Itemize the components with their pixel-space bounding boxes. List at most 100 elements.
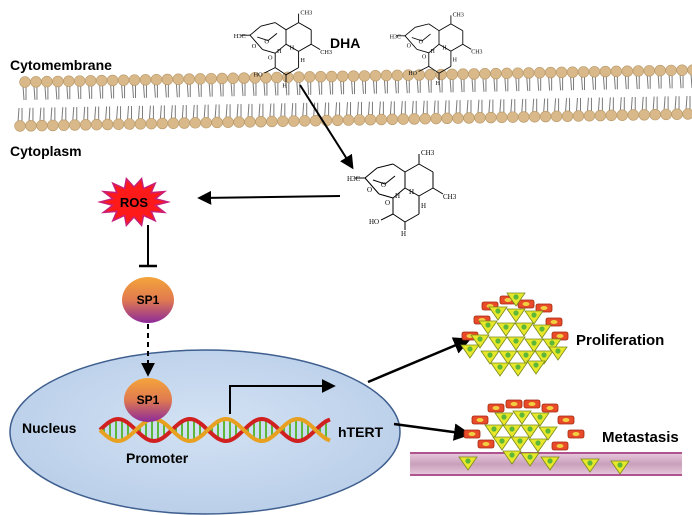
lipid-tail: [521, 98, 524, 113]
lipid-head: [74, 75, 86, 87]
lipid-tail: [219, 82, 222, 97]
lipid-head: [544, 66, 557, 79]
lipid-head: [41, 75, 53, 88]
lipid-head: [682, 108, 692, 120]
lipid-head: [161, 73, 174, 86]
atom-label: H3C: [234, 33, 246, 40]
lipid-head: [550, 110, 563, 123]
chemical-bond: [285, 22, 299, 31]
lipid-tail: [378, 101, 381, 116]
lipid-tail: [61, 107, 64, 122]
lipid-head: [216, 72, 228, 85]
lipid-head: [85, 75, 97, 87]
lipid-head: [14, 120, 26, 132]
chemical-bond: [274, 22, 287, 31]
chemical-bond: [392, 187, 406, 199]
lipid-tail: [175, 83, 178, 98]
lipid-head: [112, 118, 125, 130]
lipid-tail: [269, 103, 272, 118]
chemical-bond: [428, 43, 440, 54]
lipid-head: [325, 70, 338, 83]
lipid-head: [238, 72, 250, 84]
lipid-head: [501, 67, 513, 80]
lipid-tail: [361, 79, 364, 94]
lipid-tail: [192, 104, 195, 119]
lipid-head: [446, 68, 458, 81]
lipid-tail: [619, 97, 622, 112]
lipid-head: [375, 113, 388, 126]
lipid-tail: [110, 84, 113, 99]
cell-nucleus: [519, 412, 525, 418]
lipid-head: [364, 114, 377, 126]
atom-label: O: [367, 186, 372, 194]
lipid-tail: [225, 104, 228, 119]
lipid-tail: [471, 77, 474, 92]
lipid-head: [244, 116, 256, 128]
lipid-head: [687, 64, 692, 76]
lipid-tail: [340, 80, 343, 95]
lipid-tail: [663, 96, 666, 111]
lipid-head: [342, 114, 355, 126]
lipid-tail: [416, 78, 419, 93]
chemical-bond: [249, 34, 263, 50]
lipid-head: [419, 113, 431, 125]
ros-label: ROS: [120, 195, 149, 210]
cell-nucleus: [531, 312, 537, 318]
atom-label: H: [421, 202, 426, 210]
atom-label: H: [290, 45, 295, 52]
lipid-head: [19, 76, 31, 88]
lipid-tail: [356, 101, 359, 116]
chemical-bond: [267, 33, 278, 41]
lipid-tail: [679, 74, 682, 89]
lipid-tail: [482, 77, 485, 92]
atom-label: HO: [408, 71, 417, 77]
cell-nucleus: [482, 442, 490, 446]
lipid-tail: [22, 85, 25, 101]
lipid-tail: [329, 80, 332, 95]
lipid-head: [36, 119, 48, 132]
cell-nucleus: [503, 324, 509, 330]
lipid-head: [288, 115, 300, 127]
metastasis-cell-cluster: [458, 399, 630, 475]
lipid-head: [523, 67, 535, 79]
lipid-tail: [351, 80, 354, 95]
atom-label: H: [282, 82, 287, 89]
lipid-head: [167, 117, 180, 129]
lipid-head: [424, 69, 436, 81]
lipid-tail: [208, 82, 211, 97]
lipid-head: [408, 113, 420, 125]
lipid-head: [139, 74, 152, 86]
cell-nucleus: [527, 454, 533, 460]
lipid-tail: [99, 84, 102, 99]
lipid-head: [194, 73, 206, 85]
lipid-head: [227, 72, 239, 84]
chemical-bond: [404, 163, 420, 173]
lipid-head: [391, 69, 404, 82]
lipid-head: [490, 67, 502, 80]
cell-nucleus: [533, 362, 539, 368]
lipid-tail: [137, 105, 140, 120]
atom-label: CH3: [453, 12, 464, 18]
lipid-tail: [602, 75, 605, 90]
lipid-tail: [449, 78, 452, 93]
cell-nucleus: [517, 438, 523, 444]
lipid-tail: [685, 95, 688, 111]
lipid-tail: [477, 99, 480, 114]
cytoplasm-label: Cytoplasm: [10, 143, 82, 159]
htert-to-metastasis-arrow-icon: [393, 422, 472, 441]
cell-nucleus: [467, 346, 473, 352]
cell-nucleus: [499, 438, 505, 444]
metastasis-label: Metastasis: [602, 429, 679, 446]
lipid-head: [496, 111, 508, 124]
chemical-bond: [380, 213, 394, 221]
lipid-head: [435, 68, 447, 81]
lipid-tail: [346, 102, 349, 117]
lipid-head: [561, 110, 574, 122]
dha-label: DHA: [330, 35, 360, 51]
lipid-tail: [554, 98, 557, 113]
lipid-tail: [411, 100, 414, 115]
ros-burst-icon: [97, 176, 171, 228]
